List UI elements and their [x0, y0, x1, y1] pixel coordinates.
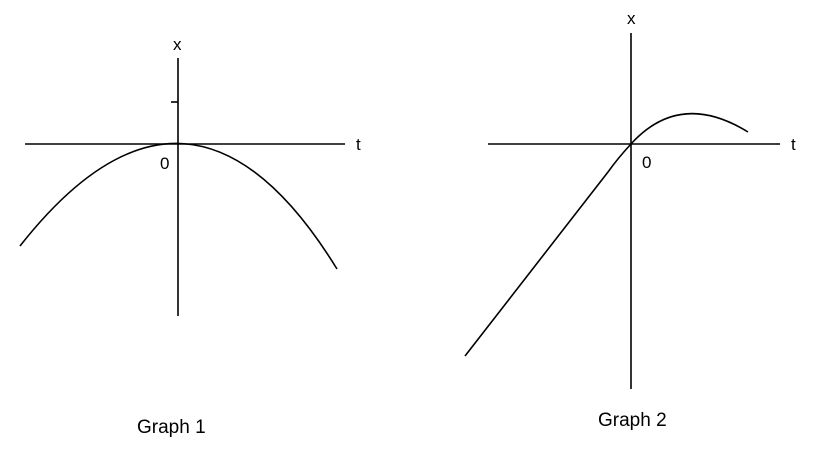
graph-2-caption: Graph 2 [598, 410, 667, 431]
graph-1-origin-label: 0 [160, 154, 169, 173]
graph-2-origin-label: 0 [642, 153, 651, 172]
graph-2-t-label: t [791, 135, 796, 154]
graph-2-curve [464, 112, 749, 357]
graph-1-t-label: t [356, 135, 361, 154]
graph-1-x-label: x [173, 35, 182, 54]
graph-2: x t 0 Graph 2 [464, 9, 796, 431]
graph-1-curve [19, 142, 338, 270]
graph-1-caption: Graph 1 [137, 417, 206, 438]
graph-2-x-label: x [627, 9, 636, 28]
graph-1: x t 0 Graph 1 [19, 35, 361, 438]
